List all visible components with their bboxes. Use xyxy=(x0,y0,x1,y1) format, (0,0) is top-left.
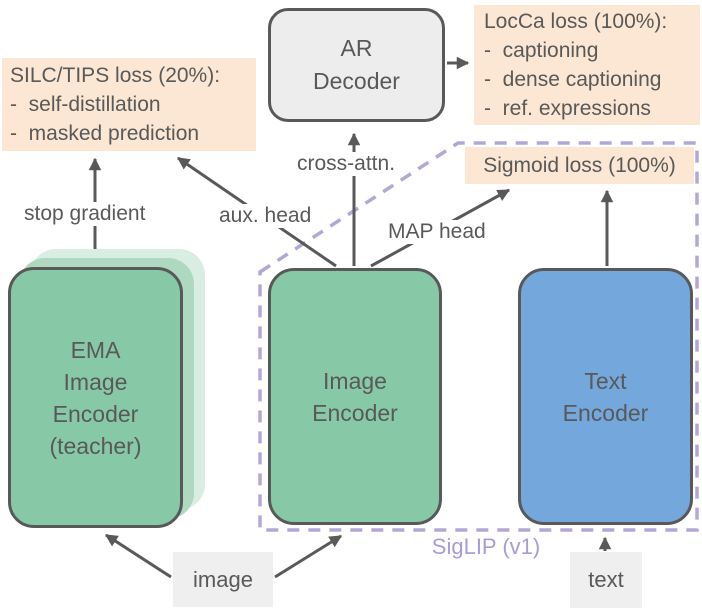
locca-loss-box: LocCa loss (100%): - captioning - dense … xyxy=(474,5,700,125)
text-input-box: text xyxy=(570,552,642,608)
silc-tips-loss-item: - self-distillation xyxy=(10,93,161,116)
locca-loss-item: - dense captioning xyxy=(484,68,662,91)
sigmoid-loss-title: Sigmoid loss (100%) xyxy=(483,154,676,177)
ar-decoder-label: AR Decoder xyxy=(313,35,400,94)
image-input-box: image xyxy=(173,552,273,607)
arrow-image-to-ema-encoder xyxy=(104,533,172,579)
silc-tips-loss-title: SILC/TIPS loss (20%): xyxy=(10,64,221,87)
ema-image-encoder-label: EMA Image Encoder (teacher) xyxy=(49,336,142,459)
arrow-image-to-image-encoder xyxy=(274,534,343,579)
silc-tips-loss-box: SILC/TIPS loss (20%): - self-distillatio… xyxy=(2,58,256,151)
text-encoder-label: Text Encoder xyxy=(562,367,649,426)
locca-loss-item: - captioning xyxy=(484,39,599,62)
stop-gradient-label: stop gradient xyxy=(20,202,150,226)
image-encoder-box: Image Encoder xyxy=(268,268,442,525)
siglip-group-label: SigLIP (v1) xyxy=(431,534,541,559)
aux-head-label: aux. head xyxy=(215,204,316,228)
sigmoid-loss-box: Sigmoid loss (100%) xyxy=(465,147,694,184)
locca-loss-item: - ref. expressions xyxy=(484,97,651,120)
ar-decoder-box: AR Decoder xyxy=(268,8,445,122)
siglip-group-outline xyxy=(258,141,699,532)
ema-image-encoder-box: EMA Image Encoder (teacher) xyxy=(8,267,183,528)
text-input-label: text xyxy=(588,567,624,592)
image-input-label: image xyxy=(193,566,253,592)
image-encoder-label: Image Encoder xyxy=(312,367,398,426)
cross-attn-label: cross-attn. xyxy=(293,152,400,176)
locca-loss-title: LocCa loss (100%): xyxy=(484,10,668,33)
map-head-label: MAP head xyxy=(384,220,490,244)
silc-tips-loss-item: - masked prediction xyxy=(10,122,200,145)
text-encoder-box: Text Encoder xyxy=(518,268,693,525)
